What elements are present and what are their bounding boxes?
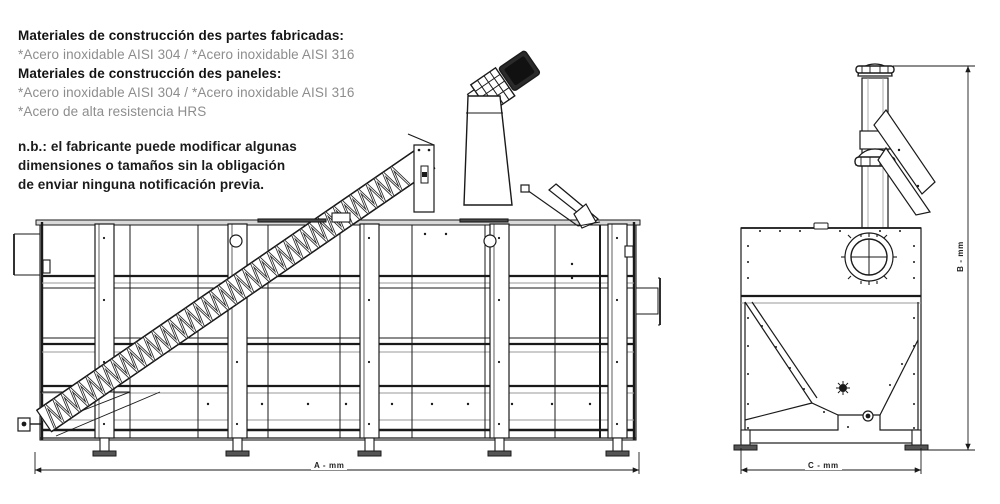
materials-heading-panels: Materiales de construcción des paneles: [18, 66, 282, 81]
hinged-lid-actuator [520, 183, 601, 229]
support-legs [92, 437, 630, 457]
materials-value-fabricated-parts: *Acero inoxidable AISI 304 / *Acero inox… [18, 47, 355, 62]
support-leg [487, 437, 512, 457]
dimension-annotations [34, 65, 975, 474]
note-line-2: dimensiones o tamaños sin la obligación [18, 158, 286, 173]
deck-rail [459, 218, 509, 223]
materials-specification-block: Materiales de construcción des partes fa… [18, 26, 448, 194]
support-strut [407, 133, 435, 213]
materials-value-panels-stainless: *Acero inoxidable AISI 304 / *Acero inox… [18, 85, 355, 100]
discharge-chute [463, 95, 513, 206]
note-line-3: de enviar ninguna notificación previa. [18, 177, 265, 192]
outlet-flange [624, 245, 661, 326]
valve-icon [839, 384, 847, 392]
dimension-label-b: B - mm [955, 238, 965, 275]
deck-fitting [331, 212, 351, 223]
front-elevation-view [13, 50, 661, 457]
dimension-label-a: A - mm [311, 461, 348, 470]
dimension-label-c: C - mm [805, 461, 842, 470]
tank-rib [607, 223, 628, 439]
tank-fastener-dots [206, 232, 592, 406]
side-discharge-chute [873, 108, 936, 216]
note-line-1: n.b.: el fabricante puede modificar algu… [18, 139, 297, 154]
inspection-ports [229, 234, 497, 248]
side-tank-body [740, 222, 922, 444]
inspection-port-icon [229, 234, 243, 248]
side-level-indicator [42, 259, 51, 274]
support-leg [904, 429, 929, 451]
tank-rib [489, 223, 510, 439]
support-leg [92, 437, 117, 457]
hopper-valves [836, 381, 874, 422]
support-leg [225, 437, 250, 457]
inspection-port-icon [483, 234, 497, 248]
support-leg [605, 437, 630, 457]
manufacturer-note-block: n.b.: el fabricante puede modificar algu… [18, 137, 448, 194]
deck-rail [257, 218, 327, 223]
support-leg [357, 437, 382, 457]
materials-heading-fabricated-parts: Materiales de construcción des partes fa… [18, 28, 345, 43]
manhole [841, 232, 897, 285]
deck-fittings [257, 212, 509, 223]
side-elevation-view [733, 63, 936, 451]
tank-rib [94, 223, 115, 439]
tank-rib [227, 223, 248, 439]
tank-rib [359, 223, 380, 439]
top-flange [855, 65, 895, 74]
support-leg [733, 429, 758, 451]
materials-value-panels-hrs: *Acero de alta resistencia HRS [18, 104, 207, 119]
side-support-legs [733, 429, 929, 451]
drain-valve [17, 417, 42, 432]
tank-body [35, 219, 641, 441]
deck-fitting [813, 222, 829, 230]
